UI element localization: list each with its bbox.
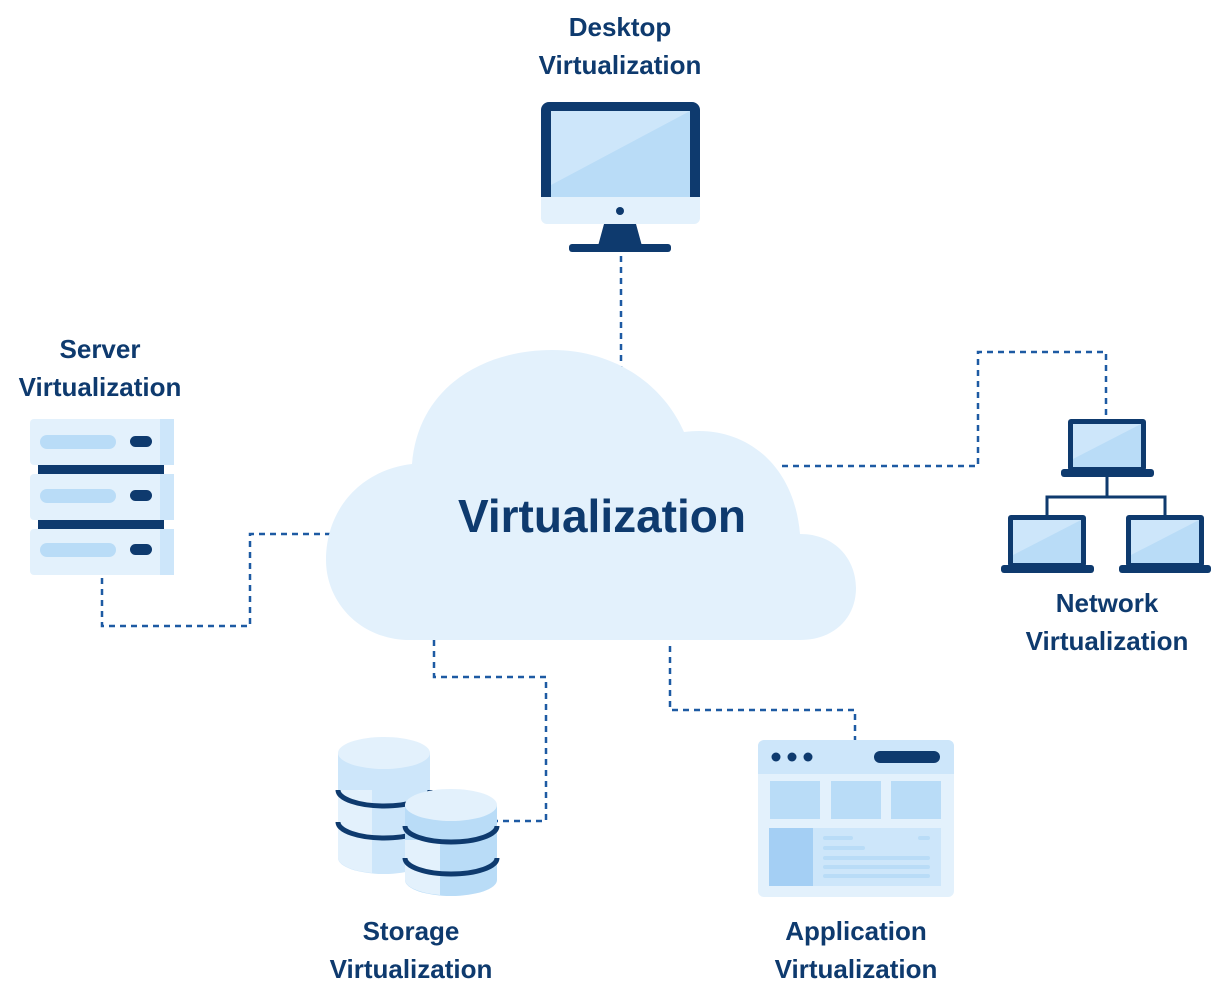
connectors [100,256,1108,823]
storage-label-line2: Virtualization [329,954,493,984]
server-label-line1: Server [59,334,141,364]
monitor-icon [541,102,700,252]
storage-label: Storage Virtualization [311,912,511,988]
application-label-line1: Application [785,916,927,946]
browser-window-icon [758,740,954,897]
network-label-line1: Network [1055,588,1159,618]
center-label: Virtualization [458,490,746,542]
network-label-line2: Virtualization [1025,626,1189,656]
connector-application [668,646,857,740]
application-label-line2: Virtualization [774,954,938,984]
connector-network [782,350,1108,468]
desktop-label-line2: Virtualization [538,50,702,80]
desktop-label-line1: Desktop [568,12,672,42]
network-laptop-top [1061,419,1154,477]
server-label-line2: Virtualization [18,372,182,402]
network-laptop-right [1119,515,1211,573]
network-label: Network Virtualization [1007,584,1207,660]
server-label: Server Virtualization [0,330,200,406]
storage-label-line1: Storage [362,916,460,946]
network-laptop-left [1001,515,1094,573]
desktop-label: Desktop Virtualization [470,8,770,84]
connector-storage [432,640,548,823]
cloud-icon [326,350,856,640]
application-label: Application Virtualization [736,912,976,988]
network-icon [1001,419,1211,573]
database-front [402,789,500,896]
database-icon [335,737,500,896]
server-rack-icon [30,419,174,575]
